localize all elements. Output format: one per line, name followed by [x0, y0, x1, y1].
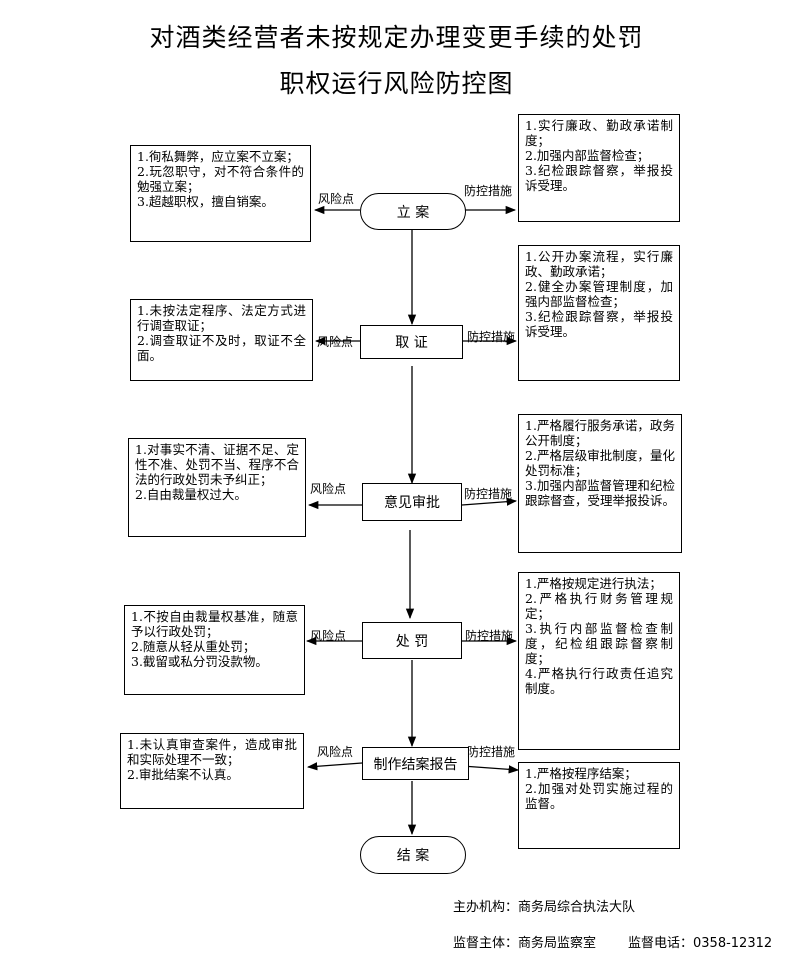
step-evidence: 取 证	[360, 325, 463, 359]
footer-supervisor: 监督主体：商务局监察室	[453, 936, 597, 951]
risk-box-5: 1.未认真审查案件，造成审批和实际处理不一致； 2.审批结案不认真。	[120, 733, 304, 809]
control-box-3: 1.严格履行服务承诺，政务公开制度； 2.严格层级审批制度，量化处罚标准； 3.…	[518, 414, 682, 553]
control-label-4: 防控措施	[465, 629, 514, 643]
control-box-1: 1.实行廉政、勤政承诺制度； 2.加强内部监督检查； 3.纪检跟踪督察，举报投诉…	[518, 114, 680, 222]
risk-box-3: 1.对事实不清、证据不足、定性不准、处罚不当、程序不合法的行政处罚未予纠正； 2…	[128, 438, 306, 537]
title-line-1: 对酒类经营者未按规定办理变更手续的处罚	[149, 23, 644, 52]
control-arrow-3	[461, 497, 518, 506]
risk-box-1: 1.徇私舞弊，应立案不立案； 2.玩忽职守，对不符合条件的勉强立案； 3.超越职…	[130, 145, 311, 242]
step-closing-report: 制作结案报告	[362, 747, 469, 780]
risk-label-1: 风险点	[318, 192, 355, 206]
control-arrow-5	[461, 765, 520, 774]
control-box-2: 1.公开办案流程，实行廉政、勤政承诺； 2.健全办案管理制度，加强内部监督检查；…	[518, 245, 680, 381]
step-filing: 立 案	[360, 193, 466, 230]
control-label-2: 防控措施	[467, 330, 516, 344]
step-case-closed: 结 案	[360, 836, 466, 874]
risk-label-5: 风险点	[317, 745, 354, 759]
control-label-3: 防控措施	[464, 487, 513, 501]
risk-label-2: 风险点	[317, 335, 354, 349]
control-box-4: 1.严格按规定进行执法； 2.严格执行财务管理规定； 3.执行内部监督检查制度，…	[518, 572, 680, 750]
step-review: 意见审批	[362, 483, 462, 521]
footer-phone: 监督电话：0358-12312	[628, 936, 773, 951]
title-line-2: 职权运行风险防控图	[279, 69, 514, 98]
risk-box-2: 1.未按法定程序、法定方式进行调查取证； 2.调查取证不及时，取证不全面。	[130, 299, 313, 381]
risk-arrow-5	[306, 762, 363, 771]
step-penalty: 处 罚	[362, 622, 462, 659]
risk-box-4: 1.不按自由裁量权基准，随意予以行政处罚； 2.随意从轻从重处罚； 3.截留或私…	[124, 605, 305, 695]
footer-sponsor: 主办机构：商务局综合执法大队	[453, 900, 636, 915]
risk-label-4: 风险点	[310, 629, 347, 643]
control-box-5: 1.严格按程序结案； 2.加强对处罚实施过程的监督。	[518, 762, 680, 849]
control-label-5: 防控措施	[467, 745, 516, 759]
control-label-1: 防控措施	[464, 184, 513, 198]
risk-label-3: 风险点	[310, 482, 347, 496]
